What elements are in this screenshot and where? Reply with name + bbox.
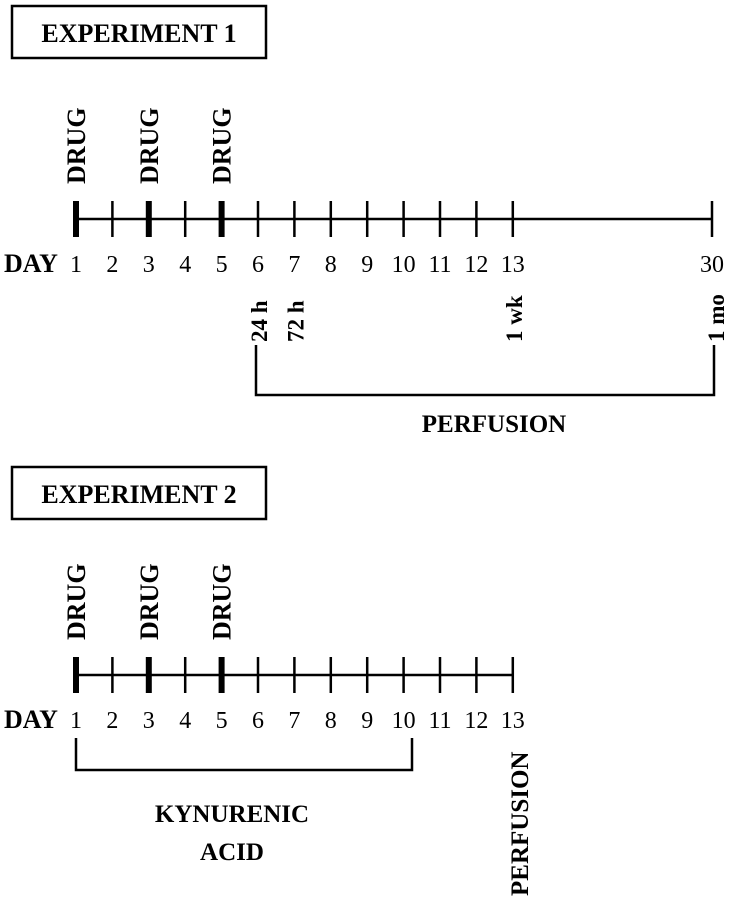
- drug-label: DRUG: [135, 107, 164, 184]
- drug-label: DRUG: [62, 107, 91, 184]
- day-number: 1: [70, 708, 82, 734]
- day-number: 3: [143, 252, 155, 278]
- day-number: 4: [179, 708, 191, 734]
- experiment-2-perfusion-label: PERFUSION: [507, 752, 534, 896]
- timepoint-label: 72 h: [283, 300, 308, 342]
- kynurenic-acid-bracket: [74, 738, 414, 772]
- day-number: 9: [361, 252, 373, 278]
- day-number: 30: [700, 252, 724, 278]
- experiment-1-day-label: DAY: [4, 249, 58, 278]
- experiment-1-timeline: [73, 201, 714, 237]
- day-number: 12: [464, 252, 488, 278]
- experiment-2-title-box: [10, 465, 268, 521]
- experiment-1-timepoint-labels: 24 h 72 h 1 wk 1 mo: [247, 294, 729, 342]
- day-number: 4: [179, 252, 191, 278]
- kynurenic-acid-label-line1: KYNURENIC: [155, 801, 309, 828]
- experiment-1-title: EXPERIMENT 1: [41, 19, 236, 48]
- experiment-1-perfusion-label: PERFUSION: [422, 411, 566, 438]
- day-number: 8: [325, 252, 337, 278]
- kynurenic-acid-label-line2: ACID: [200, 839, 264, 866]
- day-number: 10: [392, 708, 416, 734]
- day-number: 5: [216, 252, 228, 278]
- experiment-2-day-label: DAY: [4, 705, 58, 734]
- experiment-1-drug-labels: DRUG DRUG DRUG: [62, 107, 237, 184]
- day-number: 13: [501, 252, 525, 278]
- day-number: 11: [428, 252, 451, 278]
- timepoint-label: 1 mo: [704, 294, 729, 342]
- day-number: 7: [288, 708, 300, 734]
- day-number: 7: [288, 252, 300, 278]
- day-number: 2: [106, 708, 118, 734]
- experiment-1-perfusion-bracket: [254, 345, 716, 397]
- day-number: 11: [428, 708, 451, 734]
- day-number: 6: [252, 708, 264, 734]
- timepoint-label: 24 h: [247, 300, 272, 342]
- drug-label: DRUG: [208, 563, 237, 640]
- day-number: 12: [464, 708, 488, 734]
- drug-label: DRUG: [208, 107, 237, 184]
- day-number: 9: [361, 708, 373, 734]
- day-number: 10: [392, 252, 416, 278]
- experiment-2-drug-labels: DRUG DRUG DRUG: [62, 563, 237, 640]
- timepoint-label: 1 wk: [502, 295, 527, 342]
- day-number: 1: [70, 252, 82, 278]
- day-number: 6: [252, 252, 264, 278]
- day-number: 5: [216, 708, 228, 734]
- day-number: 8: [325, 708, 337, 734]
- experiment-2-timeline: [73, 657, 515, 693]
- experiment-2-title: EXPERIMENT 2: [41, 480, 236, 509]
- day-number: 3: [143, 708, 155, 734]
- experiment-1-title-box: [10, 4, 268, 60]
- drug-label: DRUG: [62, 563, 91, 640]
- day-number: 13: [501, 708, 525, 734]
- drug-label: DRUG: [135, 563, 164, 640]
- day-number: 2: [106, 252, 118, 278]
